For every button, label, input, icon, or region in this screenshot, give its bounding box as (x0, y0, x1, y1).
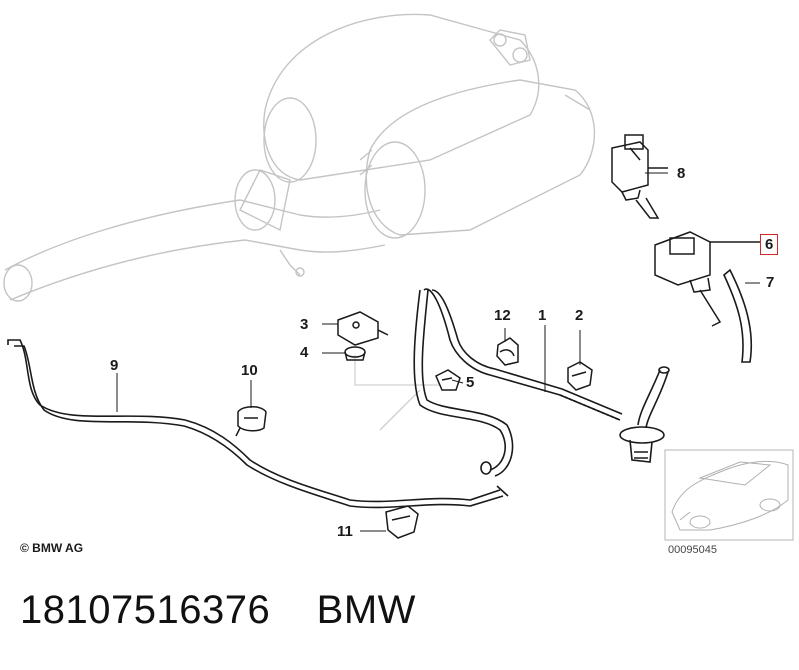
part-6-changeover-valve (654, 231, 760, 327)
callout-5: 5 (466, 374, 475, 391)
part-12-hose-clip (496, 337, 519, 366)
callout-11: 11 (337, 523, 353, 540)
part-5-clip (435, 369, 461, 391)
part-4-grommet (344, 346, 366, 361)
part-11-holder (385, 505, 419, 539)
callout-1: 1 (538, 307, 547, 324)
diagram-reference-code: 00095045 (668, 544, 717, 556)
alignment-guides (354, 355, 440, 431)
callout-2: 2 (575, 307, 584, 324)
callout-leader-lines (116, 172, 760, 532)
callout-6-highlighted: 6 (760, 234, 779, 255)
part-number: 18107516376 (20, 588, 271, 632)
callout-7: 7 (766, 274, 775, 291)
ghost-exhaust-assembly (3, 13, 596, 302)
callout-9: 9 (110, 357, 119, 374)
part-10-clamp (235, 406, 267, 437)
part-2-holder (567, 361, 593, 391)
part-7-hose (723, 268, 753, 363)
footer-caption: 18107516376 BMW (20, 588, 416, 633)
callout-10: 10 (241, 362, 258, 379)
callout-4: 4 (300, 344, 309, 361)
inset-car-thumbnail (664, 449, 794, 541)
callout-12: 12 (494, 307, 511, 324)
part-1-vent-line (413, 288, 670, 477)
callout-8: 8 (677, 165, 686, 182)
brand-name: BMW (316, 588, 416, 632)
callout-3: 3 (300, 316, 309, 333)
part-3-bracket (337, 311, 389, 346)
part-8-valve (611, 134, 668, 219)
part-9-vent-hose (7, 339, 509, 509)
copyright-text: © BMW AG (20, 541, 84, 555)
